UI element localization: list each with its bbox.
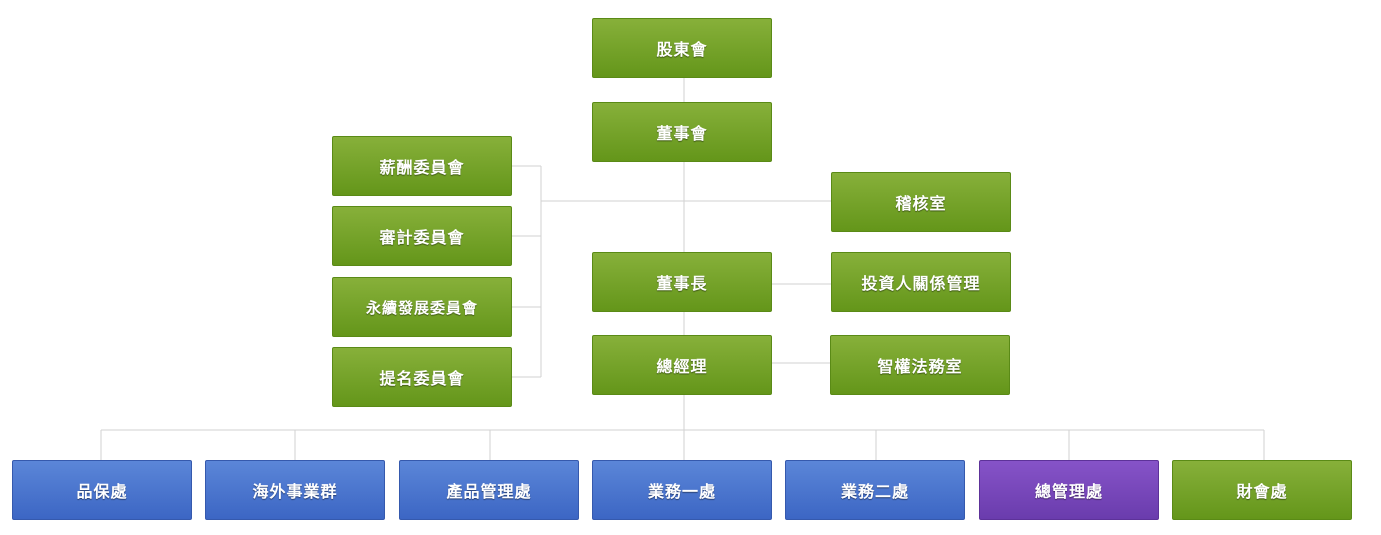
node-general-manager[interactable]: 總經理 — [592, 335, 772, 395]
node-nomination-committee[interactable]: 提名委員會 — [332, 347, 512, 407]
node-chairman[interactable]: 董事長 — [592, 252, 772, 312]
node-department-finance-accounting[interactable]: 財會處 — [1172, 460, 1352, 520]
node-board-of-directors[interactable]: 董事會 — [592, 102, 772, 162]
node-shareholders-meeting[interactable]: 股東會 — [592, 18, 772, 78]
node-sustainability-committee[interactable]: 永續發展委員會 — [332, 277, 512, 337]
node-ip-legal-office[interactable]: 智權法務室 — [830, 335, 1010, 395]
node-department-sales-1[interactable]: 業務一處 — [592, 460, 772, 520]
node-department-quality-assurance[interactable]: 品保處 — [12, 460, 192, 520]
node-audit-committee[interactable]: 審計委員會 — [332, 206, 512, 266]
node-department-product-management[interactable]: 產品管理處 — [399, 460, 579, 520]
node-compensation-committee[interactable]: 薪酬委員會 — [332, 136, 512, 196]
node-investor-relations[interactable]: 投資人關係管理 — [831, 252, 1011, 312]
node-department-overseas-business[interactable]: 海外事業群 — [205, 460, 385, 520]
node-department-general-management[interactable]: 總管理處 — [979, 460, 1159, 520]
node-audit-office[interactable]: 稽核室 — [831, 172, 1011, 232]
node-department-sales-2[interactable]: 業務二處 — [785, 460, 965, 520]
